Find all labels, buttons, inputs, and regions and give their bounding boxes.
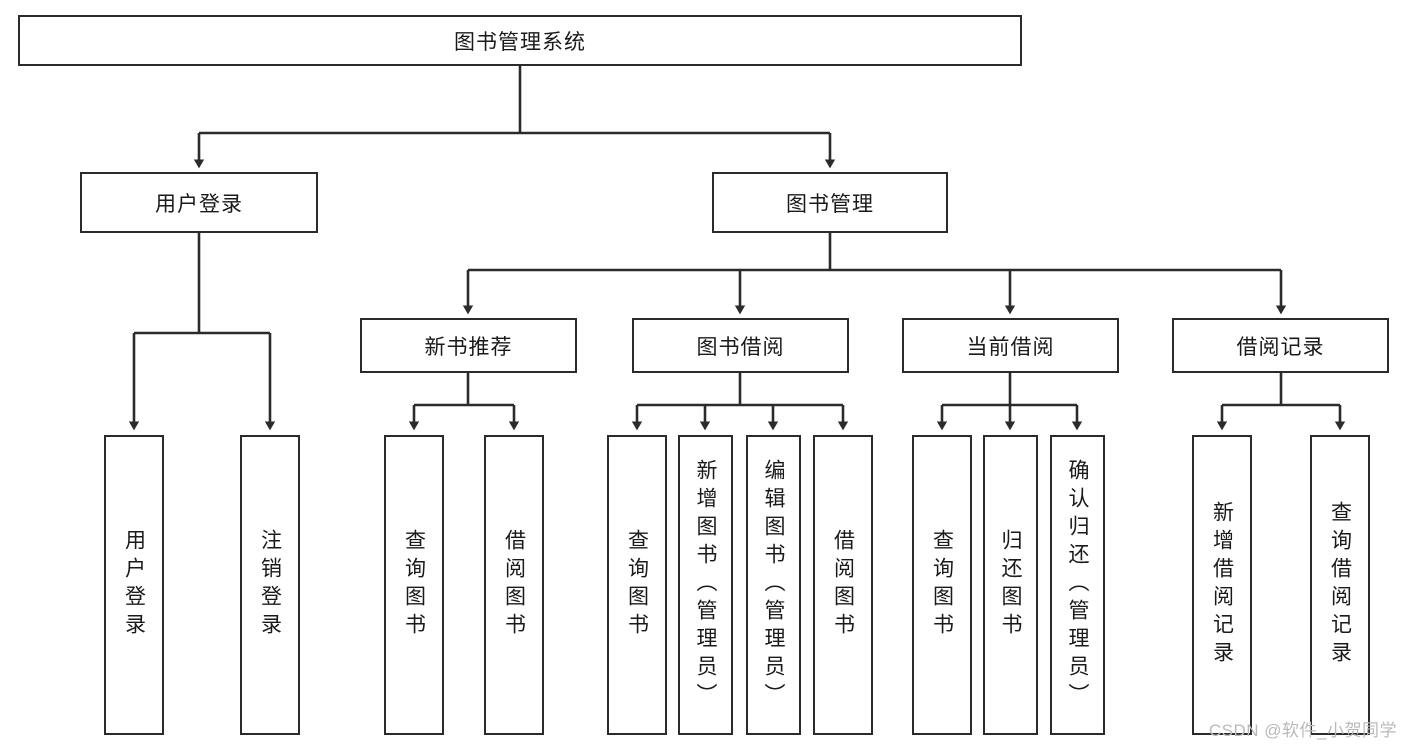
leaf-logout-label: 注销登录 (258, 529, 282, 641)
node-borrow-record[interactable]: 借阅记录 (1172, 318, 1389, 373)
node-new-book-recommend-label: 新书推荐 (424, 335, 513, 359)
node-book-borrow[interactable]: 图书借阅 (632, 318, 849, 373)
node-new-book-recommend[interactable]: 新书推荐 (360, 318, 577, 373)
leaf-query-book-recommend-label: 查询图书 (402, 529, 426, 641)
leaf-query-book-current[interactable]: 查询图书 (912, 435, 972, 735)
leaf-add-book-admin-label: 新增图书（管理员） (694, 459, 717, 711)
leaf-borrow-book-recommend[interactable]: 借阅图书 (484, 435, 544, 735)
leaf-user-login-label: 用户登录 (122, 529, 146, 641)
leaf-query-borrow-record[interactable]: 查询借阅记录 (1310, 435, 1370, 735)
leaf-confirm-return-admin[interactable]: 确认归还（管理员） (1050, 435, 1105, 735)
node-root-label: 图书管理系统 (454, 30, 586, 54)
node-book-management-label: 图书管理 (786, 192, 874, 216)
node-user-login[interactable]: 用户登录 (80, 172, 318, 233)
leaf-borrow-book-recommend-label: 借阅图书 (502, 529, 526, 641)
leaf-add-borrow-record-label: 新增借阅记录 (1210, 501, 1234, 669)
leaf-query-book-borrow[interactable]: 查询图书 (607, 435, 667, 735)
leaf-edit-book-admin-label: 编辑图书（管理员） (762, 459, 785, 711)
leaf-return-book-label: 归还图书 (999, 529, 1022, 641)
leaf-user-login[interactable]: 用户登录 (104, 435, 164, 735)
leaf-query-book-current-label: 查询图书 (930, 529, 954, 641)
watermark: CSDN @软件_小贺同学 (1208, 721, 1397, 740)
node-current-borrow[interactable]: 当前借阅 (902, 318, 1119, 373)
leaf-query-book-borrow-label: 查询图书 (625, 529, 649, 641)
leaf-query-book-recommend[interactable]: 查询图书 (384, 435, 444, 735)
leaf-confirm-return-admin-label: 确认归还（管理员） (1066, 459, 1089, 711)
leaf-edit-book-admin[interactable]: 编辑图书（管理员） (746, 435, 801, 735)
node-root[interactable]: 图书管理系统 (18, 15, 1022, 66)
node-current-borrow-label: 当前借阅 (966, 335, 1055, 359)
leaf-return-book[interactable]: 归还图书 (983, 435, 1038, 735)
node-user-login-label: 用户登录 (155, 192, 243, 216)
node-borrow-record-label: 借阅记录 (1236, 335, 1325, 359)
node-book-borrow-label: 图书借阅 (696, 335, 785, 359)
leaf-add-book-admin[interactable]: 新增图书（管理员） (678, 435, 733, 735)
leaf-query-borrow-record-label: 查询借阅记录 (1328, 501, 1352, 669)
leaf-borrow-book-borrow-label: 借阅图书 (831, 529, 855, 641)
leaf-add-borrow-record[interactable]: 新增借阅记录 (1192, 435, 1252, 735)
leaf-borrow-book-borrow[interactable]: 借阅图书 (813, 435, 873, 735)
node-book-management[interactable]: 图书管理 (712, 172, 948, 233)
leaf-logout[interactable]: 注销登录 (240, 435, 300, 735)
